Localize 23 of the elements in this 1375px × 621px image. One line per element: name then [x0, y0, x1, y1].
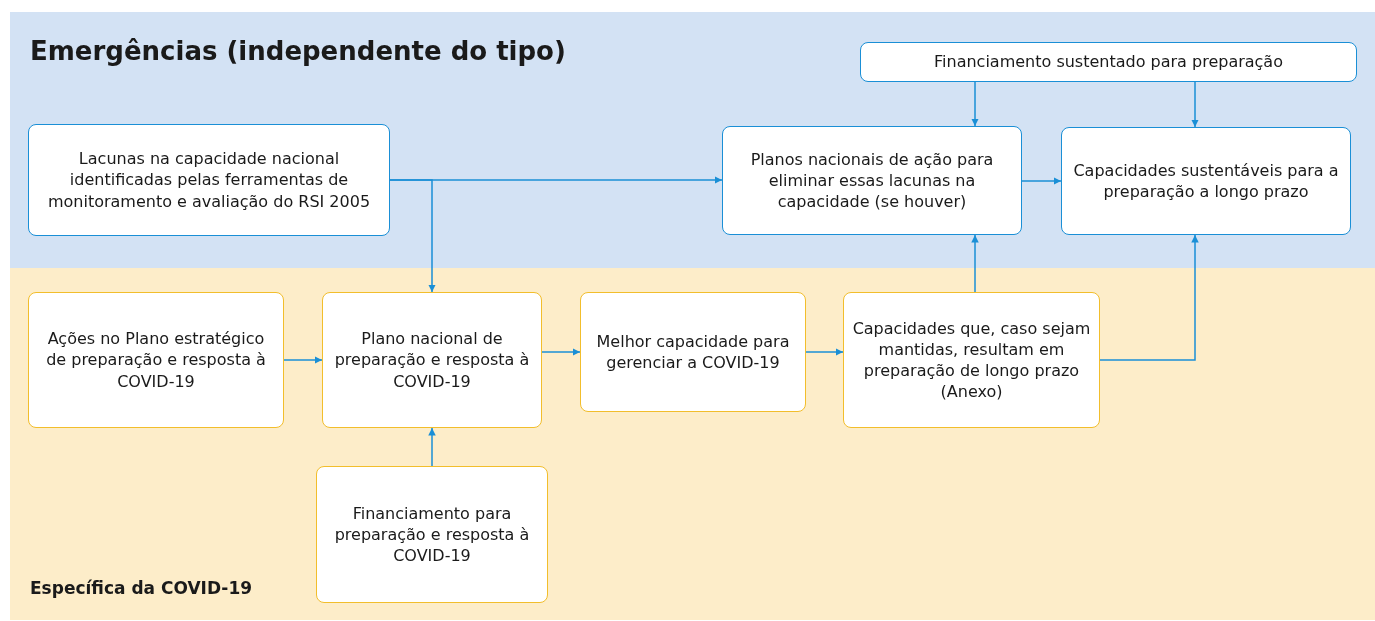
process-box: Lacunas na capacidade nacional identificadas pelas ferramentas de monitoramento e avaliação do RSI 2005: [28, 124, 390, 236]
process-box: Capacidades sustentáveis para a preparação a longo prazo: [1061, 127, 1351, 235]
arrow: [805, 348, 844, 356]
arrow: [971, 234, 979, 293]
arrow: [1021, 177, 1062, 185]
arrow: [283, 356, 323, 364]
arrow: [971, 81, 979, 127]
arrow: [541, 348, 581, 356]
region-title: Específica da COVID-19: [30, 578, 253, 598]
process-box: Ações no Plano estratégico de preparação e resposta à COVID-19: [28, 292, 284, 428]
arrow: [428, 427, 436, 467]
arrow: [1191, 81, 1199, 128]
region-band: [10, 268, 1375, 620]
process-box: Plano nacional de preparação e resposta à COVID-19: [322, 292, 542, 428]
arrow: [1099, 234, 1199, 361]
process-box: Financiamento para preparação e resposta à COVID-19: [316, 466, 548, 603]
arrow: [389, 179, 436, 293]
process-box: Planos nacionais de ação para eliminar essas lacunas na capacidade (se houver): [722, 126, 1022, 235]
region-title: Emergências (independente do tipo): [30, 36, 566, 66]
process-box: Melhor capacidade para gerenciar a COVID-19: [580, 292, 806, 412]
process-box: Capacidades que, caso sejam mantidas, resultam em preparação de longo prazo (Anexo): [843, 292, 1100, 428]
process-box: Financiamento sustentado para preparação: [860, 42, 1357, 82]
region-band: [10, 12, 1375, 268]
